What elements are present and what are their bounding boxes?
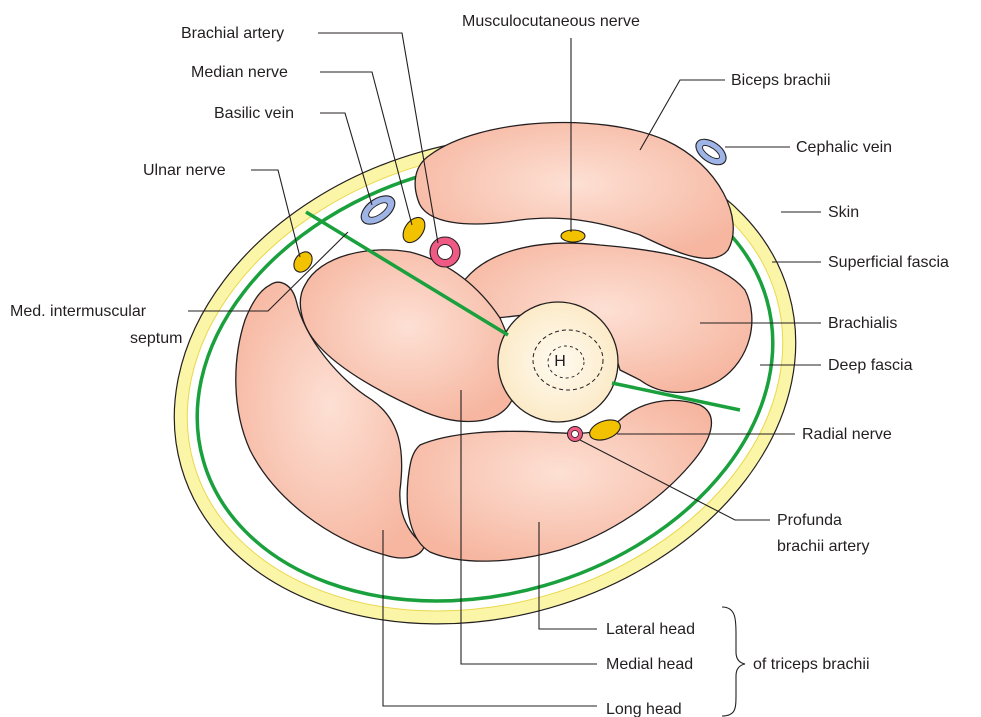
triceps-brace	[722, 607, 745, 716]
label-brachial-artery: Brachial artery	[181, 25, 284, 42]
musculocutaneous-nerve-shape	[561, 230, 585, 242]
label-long-head: Long head	[606, 701, 682, 717]
label-musculocutaneous-nerve: Musculocutaneous nerve	[462, 13, 640, 30]
label-cephalic-vein: Cephalic vein	[796, 139, 892, 156]
brachial-artery-lumen	[438, 245, 453, 260]
label-med-septum-1: Med. intermuscular	[10, 303, 147, 320]
label-profunda-2: brachii artery	[777, 538, 869, 555]
label-basilic-vein: Basilic vein	[214, 105, 294, 122]
label-biceps-brachii: Biceps brachii	[731, 72, 831, 89]
label-of-triceps: of triceps brachii	[753, 656, 870, 673]
label-brachialis: Brachialis	[828, 315, 897, 332]
label-median-nerve: Median nerve	[191, 64, 288, 81]
profunda-brachii-artery-lumen	[572, 431, 579, 438]
label-ulnar-nerve: Ulnar nerve	[143, 162, 226, 179]
label-radial-nerve: Radial nerve	[802, 426, 892, 443]
label-lateral-head: Lateral head	[606, 621, 695, 638]
label-med-septum-2: septum	[130, 330, 182, 347]
label-profunda-1: Profunda	[777, 512, 842, 529]
label-medial-head: Medial head	[606, 656, 693, 673]
label-deep-fascia: Deep fascia	[828, 357, 913, 374]
label-superficial-fascia: Superficial fascia	[828, 254, 949, 271]
label-skin: Skin	[828, 204, 859, 221]
humerus-label: H	[554, 353, 566, 370]
